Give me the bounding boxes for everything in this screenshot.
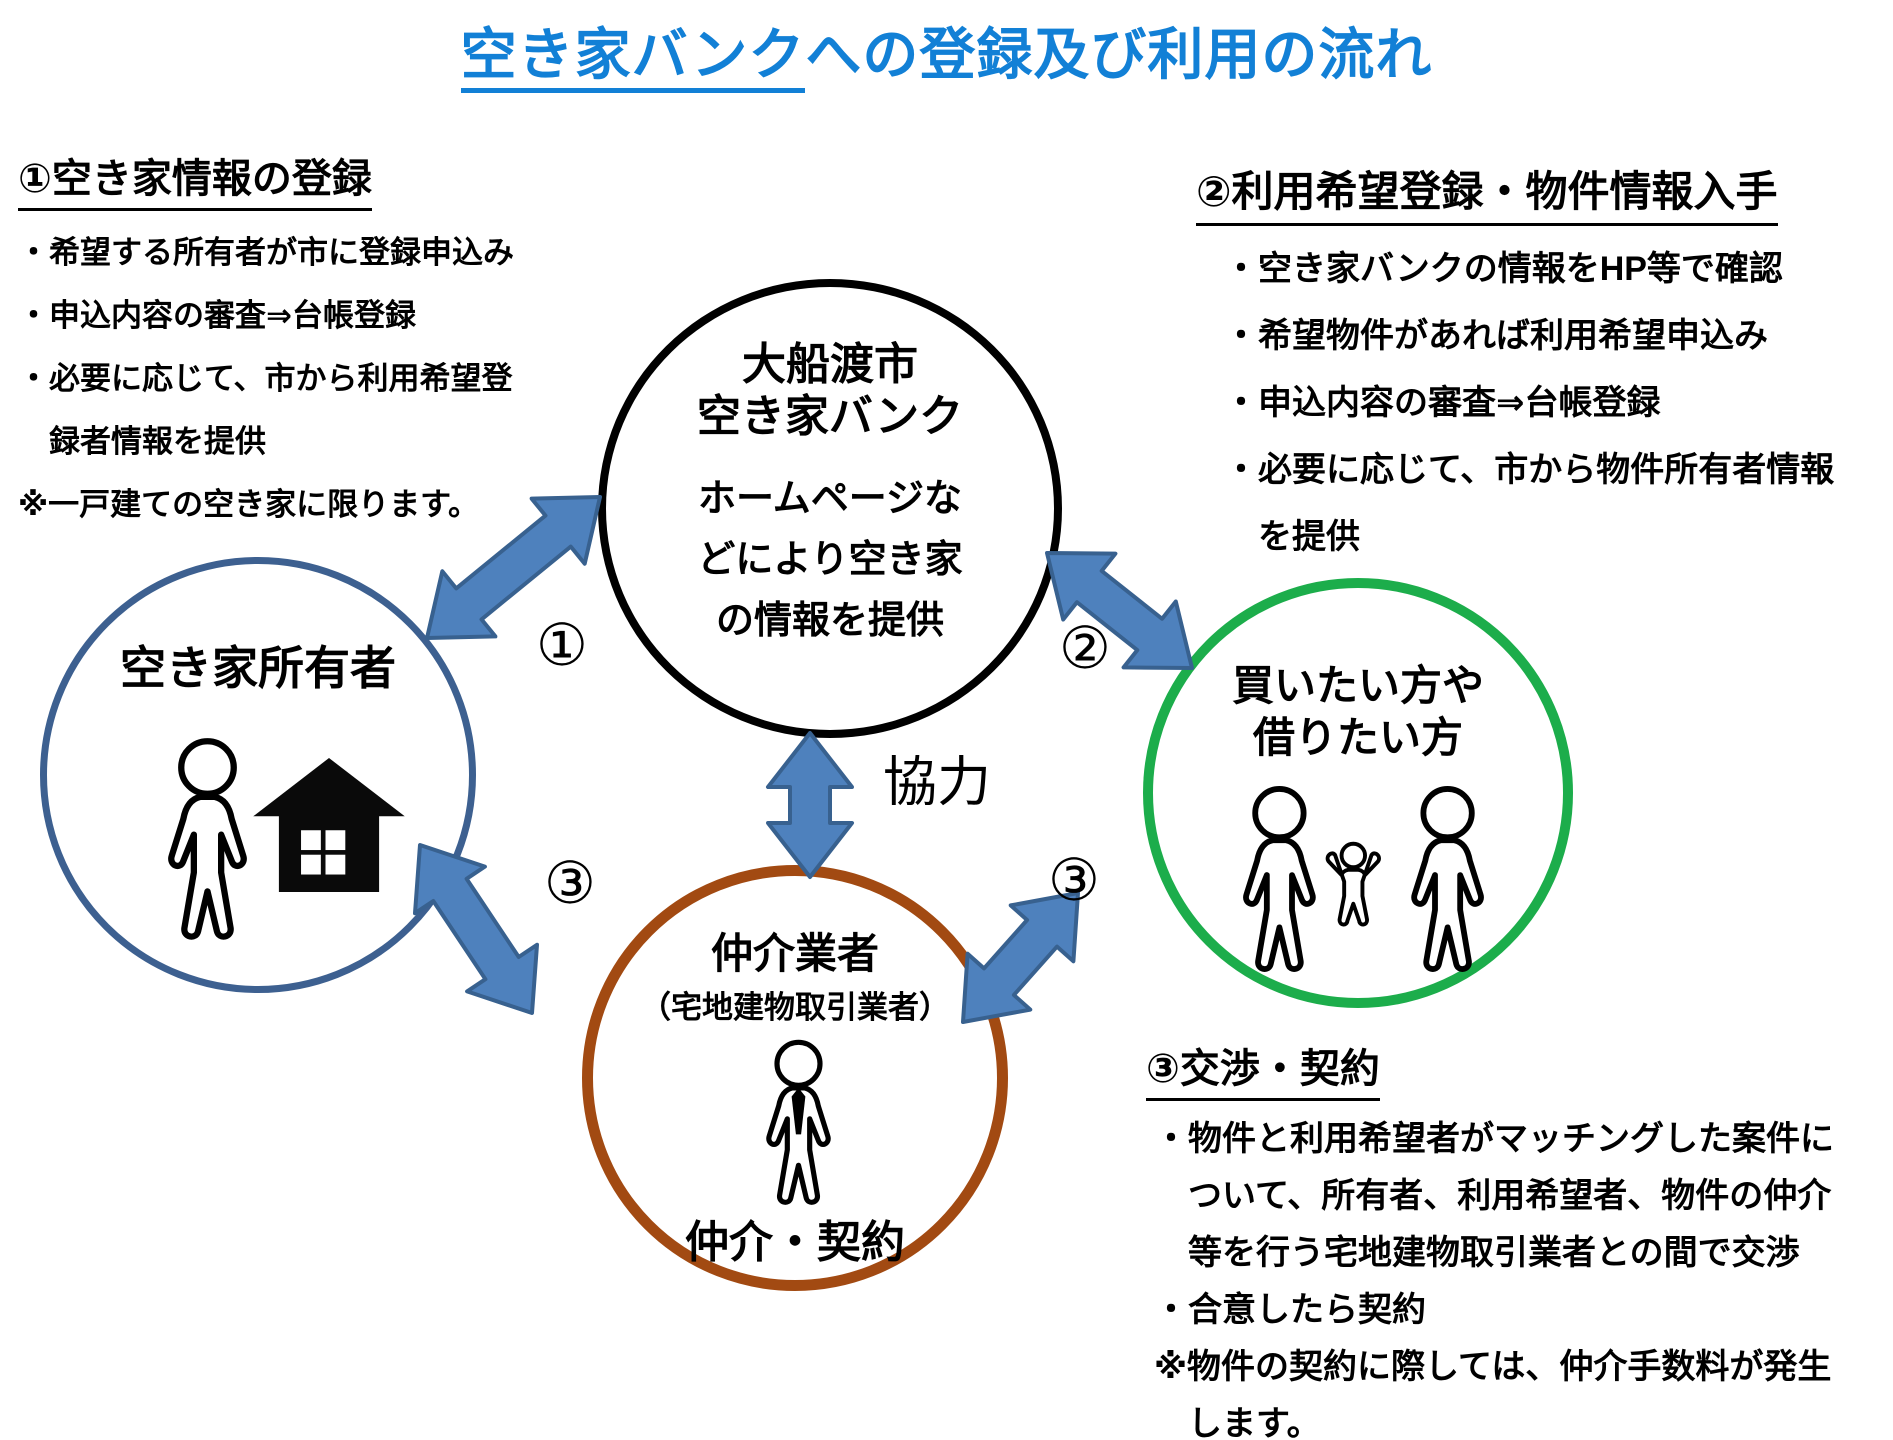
bank-body-line: ホームページな: [697, 478, 963, 520]
step1-line: 録者情報を提供: [18, 424, 266, 459]
page-title: 空き家バンクへの登録及び利用の流れ: [0, 10, 1893, 93]
step3-note: します。: [1154, 1405, 1321, 1440]
step3-note: ※物件の契約に際しては、仲介手数料が発生: [1154, 1348, 1832, 1386]
page-title-rest: への登録及び利用の流れ: [805, 23, 1433, 86]
step1-note: ※一戸建ての空き家に限ります。: [18, 487, 480, 522]
house-icon: [253, 758, 405, 892]
step2-marker: ②: [1059, 614, 1111, 682]
bank-title-line2: 空き家バンク: [696, 392, 964, 441]
step2-line: ・希望物件があれば利用希望申込み: [1224, 317, 1768, 355]
agent-circle: 仲介業者 （宅地建物取引業者） 仲介・契約: [582, 865, 1008, 1291]
step1-marker: ①: [536, 611, 588, 679]
step3-line: ・物件と利用希望者がマッチングした案件に: [1154, 1120, 1834, 1158]
agent-subtitle: （宅地建物取引業者）: [640, 990, 950, 1025]
owner-circle: 空き家所有者: [40, 557, 476, 993]
buyer-circle: 買いたい方や 借りたい方: [1143, 578, 1573, 1008]
step3-marker-left: ③: [544, 849, 596, 917]
step2-panel: ②利用希望登録・物件情報入手 ・空き家バンクの情報をHP等で確認 ・希望物件があ…: [1196, 158, 1891, 571]
step2-line: ・必要に応じて、市から物件所有者情報: [1224, 451, 1835, 489]
step3-marker-right: ③: [1048, 846, 1100, 914]
buyer-label-line1: 買いたい方や: [1231, 662, 1484, 709]
arrow-owner-bank: [425, 495, 602, 640]
step2-heading: ②利用希望登録・物件情報入手: [1196, 158, 1778, 226]
step1-panel: ①空き家情報の登録 ・希望する所有者が市に登録申込み ・申込内容の審査⇒台帳登録…: [18, 146, 593, 536]
bank-circle: 大船渡市 空き家バンク ホームページな どにより空き家 の情報を提供: [598, 279, 1062, 738]
step3-panel: ③交渉・契約 ・物件と利用希望者がマッチングした案件に ついて、所有者、利用希望…: [1146, 1036, 1891, 1440]
cooperation-label: 協力: [883, 752, 991, 813]
step2-line: ・申込内容の審査⇒台帳登録: [1224, 384, 1661, 422]
page-title-underlined: 空き家バンク: [460, 23, 806, 93]
buyer-label-line2: 借りたい方: [1252, 714, 1463, 761]
agent-footer-label: 仲介・契約: [685, 1218, 905, 1267]
step1-line: ・必要に応じて、市から利用希望登: [18, 361, 513, 396]
arrow-bank-agent: [766, 731, 854, 879]
arrow-owner-agent: [413, 843, 539, 1015]
step3-line: ・合意したら契約: [1154, 1291, 1426, 1329]
arrow-buyer-agent: [961, 891, 1080, 1024]
step3-line: 等を行う宅地建物取引業者との間で交渉: [1154, 1234, 1800, 1272]
step1-line: ・希望する所有者が市に登録申込み: [18, 235, 514, 270]
step3-heading: ③交渉・契約: [1146, 1036, 1380, 1101]
step2-line: を提供: [1224, 518, 1360, 556]
businessman-icon: [751, 1038, 846, 1210]
owner-label: 空き家所有者: [120, 642, 396, 694]
bank-title-line1: 大船渡市: [742, 340, 918, 389]
step3-line: ついて、所有者、利用希望者、物件の仲介: [1154, 1177, 1832, 1215]
step2-line: ・空き家バンクの情報をHP等で確認: [1224, 250, 1783, 288]
bank-body-line: の情報を提供: [715, 600, 944, 642]
step1-heading: ①空き家情報の登録: [18, 146, 372, 211]
arrow-bank-buyer: [1045, 551, 1194, 670]
bank-body-line: どにより空き家: [697, 539, 963, 581]
step1-line: ・申込内容の審査⇒台帳登録: [18, 298, 416, 333]
agent-title: 仲介業者: [710, 930, 879, 977]
